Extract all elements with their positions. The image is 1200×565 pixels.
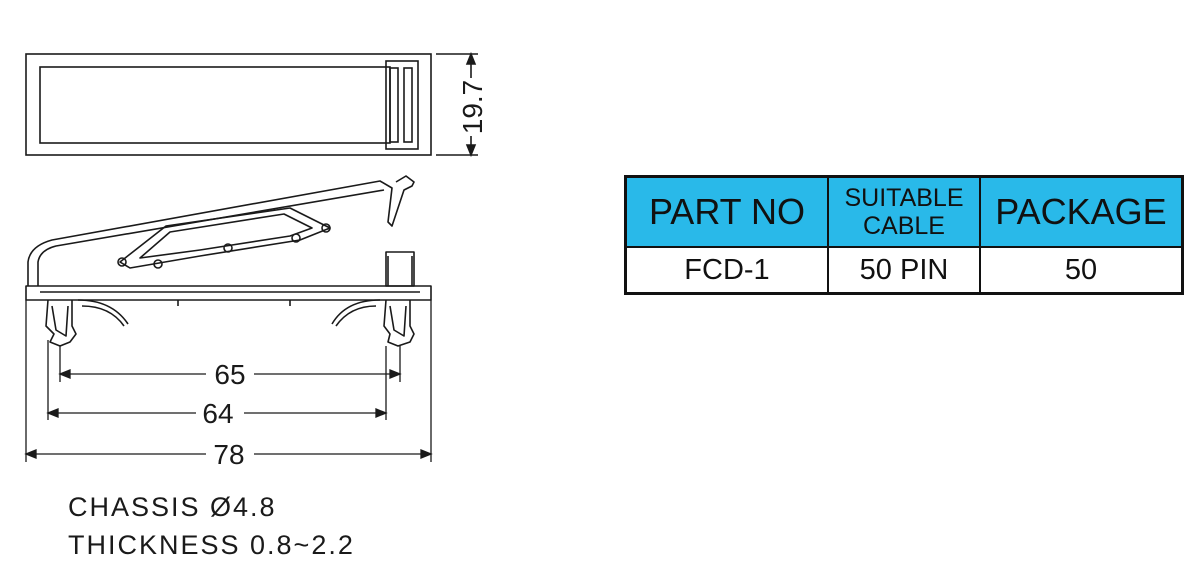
chassis-note: CHASSIS Ø4.8 (68, 492, 277, 522)
right-clip-foot (383, 299, 415, 347)
top-view-latch (385, 60, 419, 150)
cell-suitable-cable: 50 PIN (827, 246, 981, 295)
pivot-pin (321, 223, 331, 233)
lever-arm-inner (37, 189, 385, 286)
base-plate (25, 285, 432, 301)
dim-arrow (465, 51, 477, 65)
right-spring-inner (335, 305, 377, 327)
header-part-no: PART NO (624, 175, 829, 248)
latch-post-inner (387, 256, 413, 286)
top-view-latch-slot (389, 67, 399, 143)
left-clip-foot (45, 299, 77, 347)
spec-notes: CHASSIS Ø4.8 THICKNESS 0.8~2.2 (68, 488, 355, 564)
dim-label-bg (196, 397, 244, 429)
left-spring (77, 299, 129, 325)
dim-arrow (58, 369, 71, 379)
dim-arrow (465, 144, 477, 158)
header-suitable-cable: SUITABLE CABLE (827, 175, 981, 248)
dim-label-bg (206, 438, 254, 470)
header-package: PACKAGE (979, 175, 1184, 248)
top-view-latch-slot (403, 67, 413, 143)
thickness-note: THICKNESS 0.8~2.2 (68, 530, 355, 560)
right-spring (331, 299, 381, 325)
header-suitable-cable-line2: CABLE (863, 212, 945, 240)
dim-arrow (46, 408, 59, 418)
pivot-pin (223, 243, 233, 253)
top-view-outline (25, 53, 432, 156)
cell-part-no: FCD-1 (624, 246, 829, 295)
dim-height-label: 19.7 (457, 80, 488, 135)
part-spec-table: PART NO SUITABLE CABLE PACKAGE FCD-1 50 … (624, 175, 1184, 295)
lever-link-inner (139, 213, 313, 259)
dim-arrow (24, 449, 37, 459)
table-row: FCD-1 50 PIN 50 (624, 246, 1184, 295)
dim-arrow (389, 369, 402, 379)
latch-post (385, 251, 415, 287)
left-spring-inner (81, 305, 125, 327)
right-clip-foot-inner (389, 305, 407, 337)
left-clip-foot-inner (51, 305, 69, 337)
top-view (25, 51, 478, 158)
dim-label-bg (206, 358, 254, 390)
dim-arrow (420, 449, 433, 459)
side-view (25, 175, 432, 347)
pivot-pin (153, 259, 163, 269)
dim-width-total-label: 78 (213, 439, 244, 470)
dim-width-mid-label: 64 (202, 398, 233, 429)
dim-width-inner-label: 65 (214, 359, 245, 390)
header-suitable-cable-line1: SUITABLE (844, 184, 964, 212)
pivot-pin (117, 257, 127, 267)
table-header-row: PART NO SUITABLE CABLE PACKAGE (624, 175, 1184, 248)
pivot-pin (291, 233, 301, 243)
dim-label-bg (458, 78, 484, 136)
lever-arm (27, 175, 415, 286)
top-view-inner-frame (39, 66, 391, 144)
dim-arrow (375, 408, 388, 418)
lever-link (119, 207, 331, 269)
cell-package: 50 (979, 246, 1184, 295)
